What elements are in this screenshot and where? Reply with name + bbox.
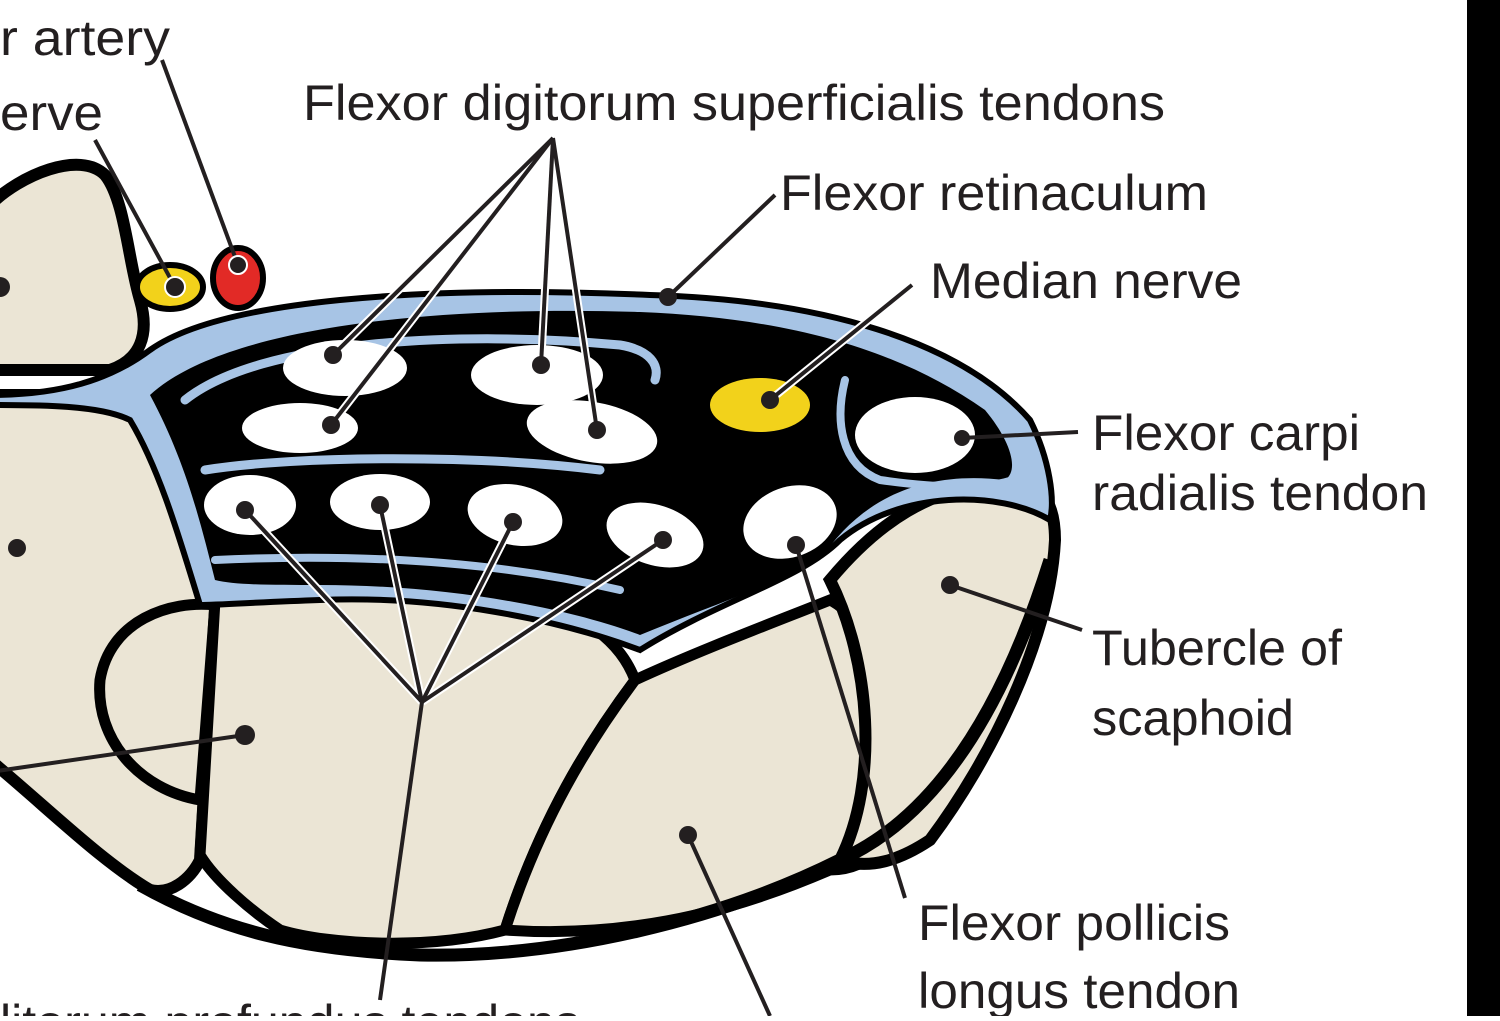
synovial-sheath-lower [211,553,624,594]
dot-median-nerve [761,391,779,409]
dot-trapezium [679,826,697,844]
dot-hamate [8,539,26,557]
median-nerve [710,378,810,432]
label-fcr-line1: Flexor carpi [1092,405,1360,461]
dot-fdp-1 [236,501,254,519]
right-edge-black-bar [1467,0,1500,1016]
dot-ulnar-artery [228,255,248,275]
hamate-hook-bone [0,158,150,376]
ulnar-artery [210,245,266,311]
label-scaphoid-line2: scaphoid [1092,690,1294,746]
synovial-sheath-upper [180,334,661,405]
dot-capitate [235,725,255,745]
dot-scaphoid [941,576,959,594]
dot-fdp-4 [654,531,672,549]
label-fpl-line2: longus tendon [918,963,1240,1016]
dot-fdp-3 [504,513,522,531]
labels: r artery erve Flexor digitorum superfici… [0,10,1428,1021]
fds-tendon-3 [471,345,603,405]
fdp-tendon-4 [606,502,704,568]
synovial-sheath-fcr [836,376,1034,491]
label-ulnar-nerve: erve [0,85,103,141]
carpal-bones [0,158,1062,962]
label-fds-tendons: Flexor digitorum superficialis tendons [303,75,1165,131]
synovial-sheath-middle [200,454,605,475]
dot-fds-4 [588,421,606,439]
dot-ulnar-nerve [164,276,186,298]
dot-fds-2 [322,416,340,434]
dot-flexor-retinaculum [659,288,677,306]
label-flexor-retinaculum: Flexor retinaculum [780,165,1208,221]
label-scaphoid-line1: Tubercle of [1092,620,1342,676]
label-median-nerve: Median nerve [930,253,1242,309]
leader-dots [0,255,970,844]
dot-hamate-hook [0,277,10,297]
fcr-tendon [855,397,975,473]
dot-fcr [954,430,970,446]
dot-fds-3 [532,356,550,374]
fds-tendon-2 [242,403,358,453]
label-fpl-line1: Flexor pollicis [918,895,1230,951]
label-fcr-line2: radialis tendon [1092,465,1428,521]
carpal-outer-outline [136,558,1057,962]
label-ulnar-artery: r artery [0,10,170,66]
leader-lines [0,59,1083,1017]
label-fdp-tendons-partial: litorum profundus tendons [0,995,580,1016]
scaphoid-bone [822,473,1062,870]
dot-fdp-2 [371,496,389,514]
fpl-tendon [743,485,837,559]
fds-tendon-1 [283,340,407,396]
dot-fds-1 [324,346,342,364]
dot-fpl [787,536,805,554]
